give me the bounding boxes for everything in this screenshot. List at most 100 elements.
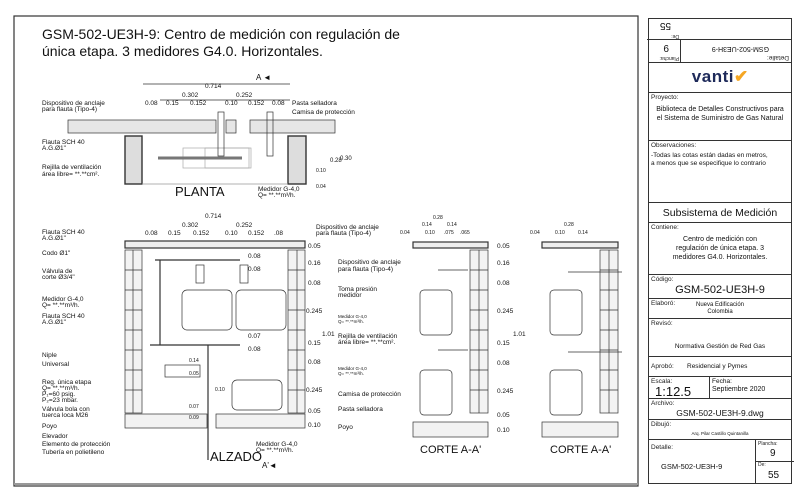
- alzado-label: Poyo: [42, 423, 57, 430]
- cortes-dim: 0.15: [497, 340, 510, 347]
- alzado-label: Poyo: [338, 424, 353, 431]
- proyecto-value: Biblioteca de Detalles Constructivos par…: [656, 106, 784, 122]
- alzado-label: Codo Ø1": [42, 250, 71, 257]
- proyecto-label: Proyecto:: [651, 94, 679, 101]
- alzado-dim: 0.05: [189, 371, 199, 377]
- alzado-dim: 0.08: [248, 266, 261, 273]
- alzado-label: Dispositivo de anclaje: [316, 224, 379, 231]
- archivo-section: Archivo: GSM-502-UE3H-9.dwg: [649, 399, 791, 420]
- alzado-label: P₁=60 psig.: [42, 391, 75, 398]
- aprobo-value: Residencial y Pymes: [687, 363, 748, 370]
- alzado-dim: 0.15: [168, 230, 181, 237]
- planta-dim: 0.15: [166, 100, 179, 107]
- drawing-frame: [13, 15, 639, 487]
- escala-value: 1:12.5: [655, 384, 692, 399]
- contiene-value: Centro de medición con regulación de úni…: [672, 236, 768, 261]
- cortes-dim: .065: [460, 230, 470, 236]
- vanti-logo: vanti✔: [649, 63, 791, 93]
- alzado-label: Medidor G-4,0: [256, 441, 298, 448]
- alzado-label: A.G.Ø1": [42, 235, 67, 242]
- fecha-value: Septiembre 2020: [712, 386, 766, 393]
- alzado-dim: 0.08: [248, 346, 261, 353]
- planta-dim: 0.10: [225, 100, 238, 107]
- cortes-dim: 0.10: [555, 230, 565, 236]
- alzado-label: para flauta (Tipo-4): [316, 230, 371, 237]
- check-icon: ✔: [733, 67, 749, 86]
- alzado-dim: 0.152: [193, 230, 210, 237]
- alzado-label: Válvula de: [42, 268, 73, 275]
- proyecto-section: Proyecto: Biblioteca de Detalles Constru…: [649, 93, 791, 141]
- planta-dim: 0.08: [145, 100, 158, 107]
- alzado-label: Flauta SCH 40: [42, 313, 85, 320]
- cortes-dim: 0.08: [497, 280, 510, 287]
- elaboro-value: Nueva Edificación Colombia: [695, 302, 745, 315]
- planta-dim: 0.08: [272, 100, 285, 107]
- title-block: Detalle: GSM-502-UE3H-9 Plancha: 9 De: 5…: [647, 18, 794, 484]
- plancha-label: Plancha:: [758, 441, 778, 447]
- observaciones-section: Observaciones: -Todas las cotas están da…: [649, 141, 791, 203]
- alzado-dim: 0.245: [306, 387, 323, 394]
- cortes-dim: .075: [444, 230, 454, 236]
- alzado-dim: 0.14: [189, 358, 199, 364]
- planta-label: Pasta selladora: [292, 100, 337, 107]
- header-de-value: 55: [659, 20, 671, 31]
- subsistema-heading: Subsistema de Medición: [649, 203, 791, 223]
- plancha-value: 9: [770, 448, 776, 459]
- planta-label: área libre= **.**cm².: [42, 171, 99, 178]
- alzado-label: Reg. única etapa: [42, 379, 92, 386]
- planta-dim: 0.10: [316, 168, 326, 174]
- alzado-label: P₂=23 mbar.: [42, 397, 78, 404]
- alzado-dim: 0.252: [236, 222, 253, 229]
- alzado-view: [124, 240, 306, 460]
- cortes-dim: 0.10: [425, 230, 435, 236]
- cortes-dim: 0.04: [530, 230, 540, 236]
- alzado-dim: 0.714: [205, 213, 222, 220]
- alzado-dim: 0.08: [308, 280, 321, 287]
- alzado-dim: 0.08: [308, 359, 321, 366]
- cortes-view-label: CORTE A-A': [550, 444, 611, 456]
- codigo-value: GSM-502-UE3H-9: [675, 284, 765, 296]
- de-value: 55: [768, 470, 780, 481]
- planta-label: Medidor G-4,0: [258, 186, 300, 193]
- corte-1-view: [412, 241, 489, 438]
- alzado-label: medidor: [338, 292, 362, 299]
- alzado-dim: 0.10: [225, 230, 238, 237]
- alzado-dim: 0.08: [248, 253, 261, 260]
- planta-label: para flauta (Tipo-4): [42, 106, 97, 113]
- detalle-label: Detalle:: [651, 444, 674, 451]
- planta-dim: 0.152: [190, 100, 207, 107]
- header-plancha-value: 9: [663, 42, 669, 53]
- reviso-section: Revisó: Normativa Gestión de Red Gas: [649, 319, 791, 357]
- alzado-label: Flauta SCH 40: [42, 229, 85, 236]
- aprobo-section: Aprobó: Residencial y Pymes: [649, 357, 791, 377]
- alzado-label: Camisa de protección: [338, 391, 401, 398]
- alzado-dim: 0.09: [189, 415, 199, 421]
- title-line-2: única etapa. 3 medidores G4.0. Horizonta…: [42, 43, 323, 59]
- de-label: De:: [758, 462, 766, 468]
- elaboro-section: Elaboró: Nueva Edificación Colombia: [649, 299, 791, 319]
- aprobo-label: Aprobó:: [651, 363, 674, 370]
- escala-label: Escala:: [651, 378, 673, 385]
- alzado-dim: .08: [274, 230, 283, 237]
- header-detalle-label: Detalle:: [766, 54, 789, 61]
- planta-dim: 0.714: [205, 83, 222, 90]
- alzado-label: corte Ø3/4": [42, 274, 75, 281]
- alzado-view-label: ALZADO: [210, 449, 262, 464]
- cortes-dim: 0.245: [497, 308, 514, 315]
- dibujo-label: Dibujó:: [651, 421, 672, 428]
- planta-dim: 0.252: [236, 92, 253, 99]
- elaboro-label: Elaboró:: [651, 300, 676, 307]
- cortes-dim: 0.245: [497, 388, 514, 395]
- alzado-dim: 0.152: [248, 230, 265, 237]
- observaciones-value: -Todas las cotas están dadas en metros, …: [651, 152, 768, 167]
- cortes-dim: 0.04: [400, 230, 410, 236]
- dibujo-value: Arq. Pilar Castillo Quintanilla: [691, 431, 749, 436]
- logo-text: vanti: [691, 67, 734, 86]
- planta-view: [67, 83, 336, 185]
- codigo-label: Código:: [651, 276, 674, 283]
- observaciones-label: Observaciones:: [651, 142, 697, 149]
- cortes-dim: 0.14: [578, 230, 588, 236]
- alzado-label: tuerca loca M26: [42, 412, 89, 419]
- header-de-label: De:: [671, 33, 679, 39]
